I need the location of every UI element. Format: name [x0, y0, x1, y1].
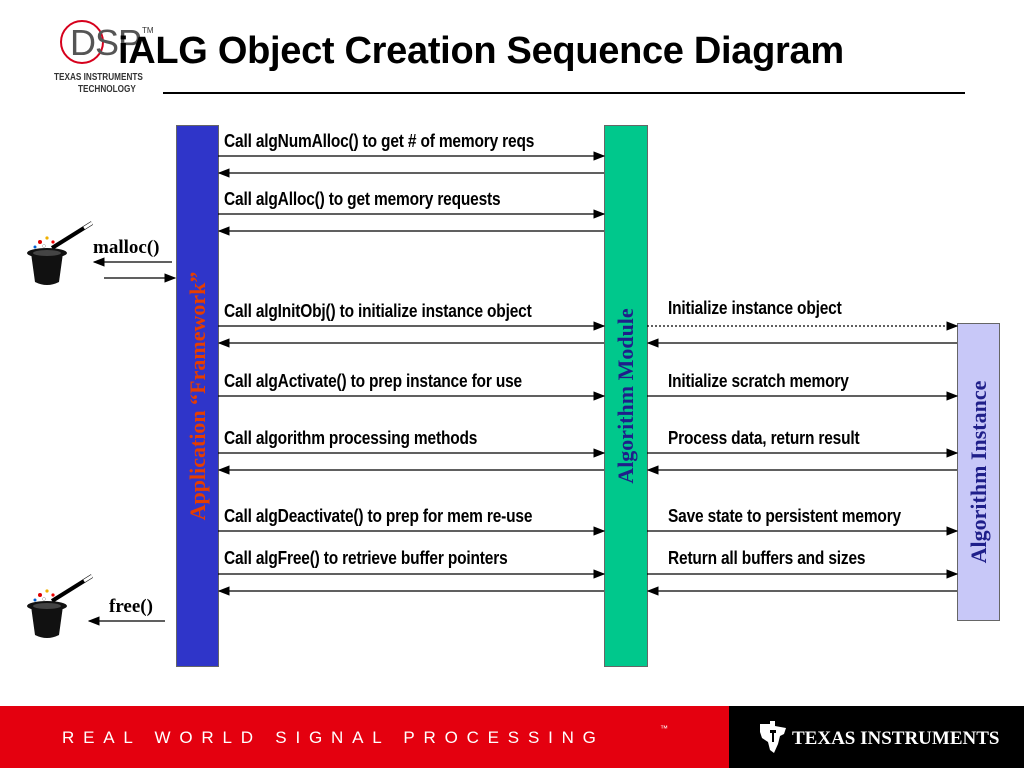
- msg-initobj: Call algInitObj() to initialize instance…: [224, 301, 532, 321]
- footer-tagline-tm: ™: [660, 724, 668, 733]
- dsp-logo: DSP TM TEXAS INSTRUMENTS TECHNOLOGY: [50, 14, 160, 96]
- msg-init-scratch: Initialize scratch memory: [668, 371, 849, 391]
- application-framework-column: Application “Framework”: [176, 125, 219, 667]
- msg-init-instance: Initialize instance object: [668, 298, 842, 318]
- msg-deactivate: Call algDeactivate() to prep for mem re-…: [224, 506, 533, 526]
- msg-save-state: Save state to persistent memory: [668, 506, 901, 526]
- msg-process-data: Process data, return result: [668, 428, 860, 448]
- logo-line-1: TEXAS INSTRUMENTS: [54, 72, 143, 83]
- magic-hat-icon: [27, 221, 94, 285]
- msg-alloc: Call algAlloc() to get memory requests: [224, 189, 501, 209]
- free-label: free(): [109, 596, 153, 617]
- msg-numalloc: Call algNumAlloc() to get # of memory re…: [224, 131, 535, 151]
- logo-circle-icon: [60, 20, 104, 64]
- page-title: iALG Object Creation Sequence Diagram: [118, 30, 844, 72]
- footer-tagline: REAL WORLD SIGNAL PROCESSING: [62, 728, 605, 747]
- logo-line-2: TECHNOLOGY: [78, 84, 136, 95]
- algorithm-instance-column: Algorithm Instance: [957, 323, 1000, 621]
- footer-red-band: [0, 706, 729, 768]
- magic-hat-icon: [27, 574, 94, 638]
- texas-instruments-logo-icon: [760, 721, 786, 753]
- msg-free: Call algFree() to retrieve buffer pointe…: [224, 548, 508, 568]
- malloc-label: malloc(): [93, 237, 160, 258]
- msg-activate: Call algActivate() to prep instance for …: [224, 371, 522, 391]
- footer-company-name: TEXAS INSTRUMENTS: [792, 728, 1000, 749]
- msg-return-buffers: Return all buffers and sizes: [668, 548, 866, 568]
- msg-process: Call algorithm processing methods: [224, 428, 478, 448]
- logo-mark: DSP: [70, 22, 142, 63]
- logo-tm: TM: [142, 26, 154, 35]
- title-rule: [163, 92, 965, 94]
